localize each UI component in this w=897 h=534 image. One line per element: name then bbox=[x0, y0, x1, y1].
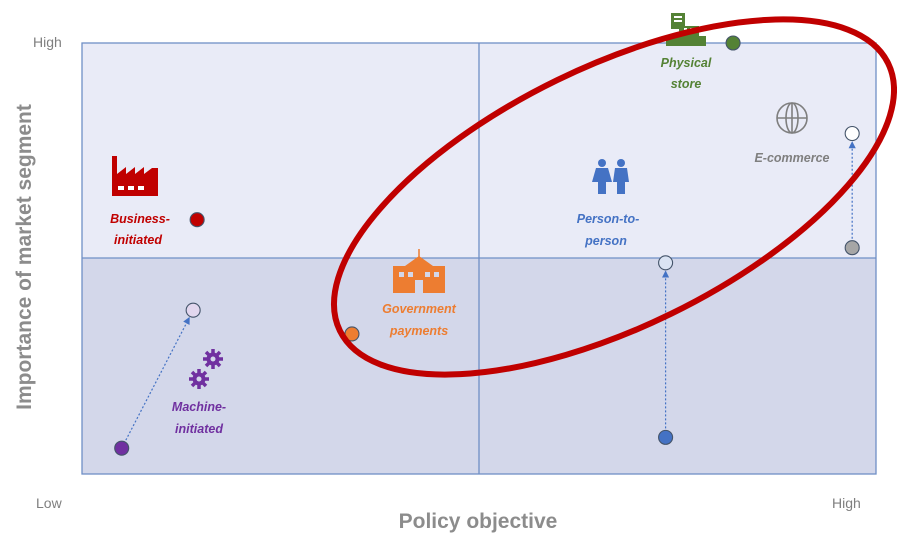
label-p2p-1: Person-to- bbox=[577, 212, 640, 226]
globe-icon bbox=[776, 102, 808, 134]
y-tick-low: Low bbox=[36, 495, 63, 511]
label-government-2: payments bbox=[389, 324, 448, 338]
machine-point-2 bbox=[185, 302, 201, 318]
store-point-1 bbox=[725, 35, 741, 51]
business-point-1 bbox=[189, 212, 205, 228]
label-store-2: store bbox=[671, 77, 702, 91]
point-layer bbox=[114, 35, 860, 456]
label-business-1: Business- bbox=[110, 212, 170, 226]
machine-movement-arrow bbox=[125, 316, 190, 441]
factory-icon bbox=[112, 156, 158, 196]
label-business-2: initiated bbox=[114, 233, 162, 247]
x-tick-high: High bbox=[832, 495, 861, 511]
label-p2p-2: person bbox=[584, 234, 627, 248]
people-icon bbox=[592, 159, 629, 194]
x-axis-title: Policy objective bbox=[399, 510, 558, 533]
y-tick-high: High bbox=[33, 34, 62, 50]
p2p-point-2 bbox=[658, 255, 674, 271]
ecommerce-point-2 bbox=[844, 125, 860, 142]
ecommerce-point-1 bbox=[844, 240, 860, 256]
label-machine-1: Machine- bbox=[172, 400, 226, 414]
highlight-ellipse bbox=[331, 16, 897, 378]
y-axis-title: Importance of market segment bbox=[13, 104, 36, 410]
machine-point-1 bbox=[114, 440, 130, 456]
label-store-1: Physical bbox=[661, 56, 712, 70]
arrow-layer bbox=[125, 141, 856, 441]
label-machine-2: initiated bbox=[175, 422, 223, 436]
p2p-point-1 bbox=[658, 429, 674, 445]
government-building-icon bbox=[393, 249, 445, 293]
gears-icon bbox=[189, 349, 223, 389]
label-government-1: Government bbox=[382, 302, 456, 316]
label-ecommerce: E-commerce bbox=[754, 151, 829, 165]
